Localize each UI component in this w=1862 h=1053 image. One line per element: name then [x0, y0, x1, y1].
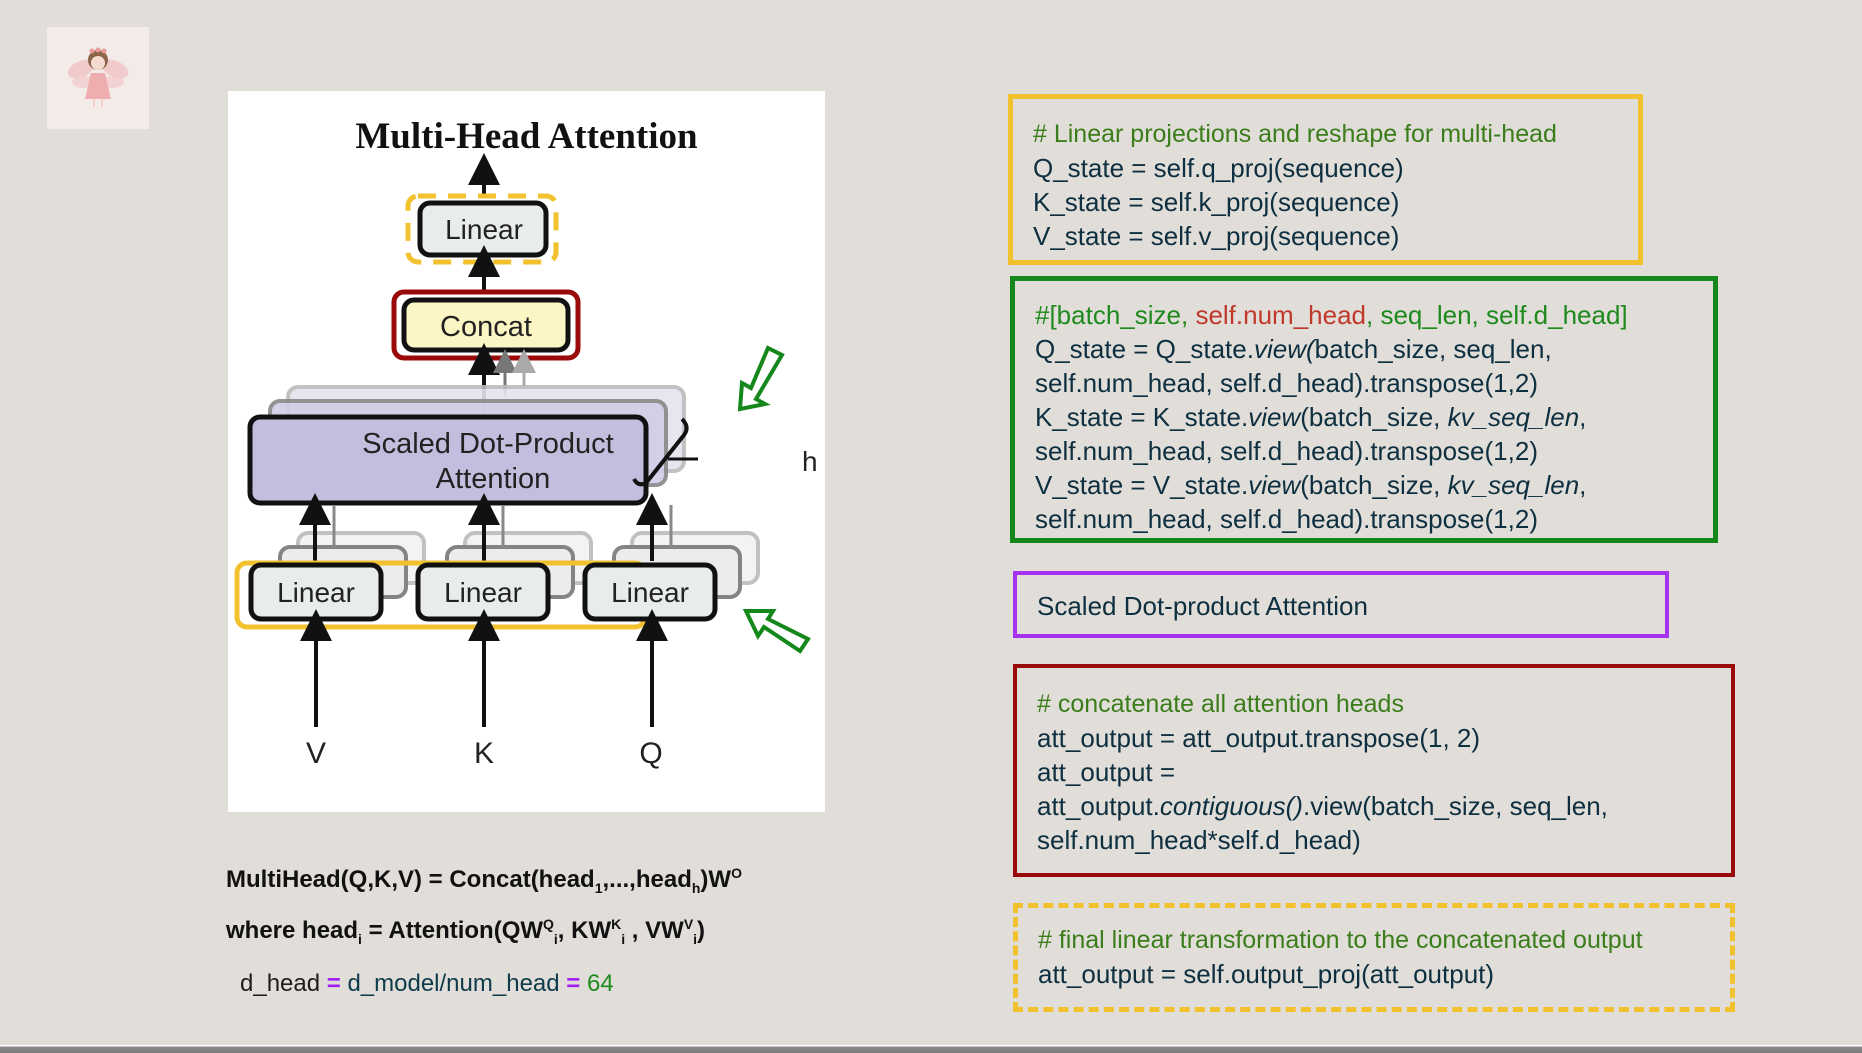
top-linear-label: Linear [445, 214, 523, 245]
formula-sub: 1 [594, 879, 603, 896]
formula-text: )W [700, 866, 732, 893]
code-italic: view [1248, 402, 1301, 432]
code-line: Q_state = Q_state.view(batch_size, seq_l… [1035, 332, 1693, 366]
code-line: att_output = att_output.transpose(1, 2) [1037, 723, 1481, 753]
formula-line-1: MultiHead(Q,K,V) = Concat(head1,...,head… [226, 855, 742, 906]
formula-sub: i [621, 930, 626, 947]
code-line: K_state = K_state.view(batch_size, kv_se… [1035, 400, 1693, 434]
h-brace [632, 417, 689, 487]
code-line: self.num_head, self.d_head).transpose(1,… [1035, 436, 1538, 466]
code-part: , [1579, 402, 1587, 432]
code-part: , [1579, 470, 1587, 500]
code-box-reshape: #[batch_size, self.num_head, seq_len, se… [1010, 276, 1718, 543]
code-part: V_state = V_state. [1035, 470, 1249, 500]
code-box-final-linear: # final linear transformation to the con… [1013, 903, 1735, 1012]
code-line: att_output = self.output_proj(att_output… [1038, 959, 1495, 989]
code-italic: view [1248, 470, 1301, 500]
formula-text: ) [697, 916, 706, 944]
top-linear-highlight [405, 193, 559, 265]
bottom-bar [0, 1045, 1862, 1053]
formula-text: MultiHead(Q,K,V) = Concat(head [226, 866, 595, 893]
input-label-v: V [306, 737, 326, 770]
green-arrow-linear-icon [742, 609, 811, 654]
code-italic: view( [1253, 334, 1315, 364]
code-part: K_state = K_state. [1035, 402, 1249, 432]
linear-label-v: Linear [277, 577, 355, 608]
code-box-concat: # concatenate all attention heads att_ou… [1013, 664, 1735, 877]
equals-sign: = [566, 970, 581, 997]
d-head-lhs: d_head [240, 970, 321, 997]
formula-text: where head [226, 916, 359, 944]
code-part: batch_size, seq_len, [1314, 334, 1552, 364]
input-label-k: K [474, 737, 494, 770]
code-part: .view(batch_size, seq_len, [1302, 791, 1608, 821]
formula-sup: Q [543, 915, 554, 932]
avatar [47, 27, 149, 129]
formula-line-2: where headi = Attention(QWQi, KWKi , VWV… [226, 906, 742, 957]
diagram-graphics: Linear Concat Scaled Dot-Product Attenti… [234, 153, 818, 770]
code-line: att_output.contiguous().view(batch_size,… [1037, 789, 1711, 823]
formula-text: , VW [625, 916, 684, 944]
code-comment: # concatenate all attention heads [1037, 690, 1404, 718]
fairy-avatar-icon [67, 47, 129, 107]
formula-sub: i [693, 930, 698, 947]
code-box-projections: # Linear projections and reshape for mul… [1008, 94, 1643, 265]
code-line: self.num_head*self.d_head) [1037, 825, 1361, 855]
sdpa-label-line2: Attention [436, 463, 550, 495]
code-line: att_output = [1037, 757, 1176, 787]
code-line: self.num_head, self.d_head).transpose(1,… [1035, 368, 1538, 398]
diagram-title: Multi-Head Attention [355, 116, 698, 157]
sdpa-box [247, 414, 649, 506]
code-line: Q_state = self.q_proj(sequence) [1033, 153, 1404, 183]
h-label: h [802, 446, 818, 477]
formula-sub: h [691, 879, 701, 896]
code-line: K_state = self.k_proj(sequence) [1033, 187, 1400, 217]
code-line: V_state = V_state.view(batch_size, kv_se… [1035, 468, 1693, 502]
code-line: V_state = self.v_proj(sequence) [1033, 221, 1400, 251]
comment-part: #[batch_size, [1035, 300, 1196, 330]
code-box-sdpa: Scaled Dot-product Attention [1013, 571, 1669, 638]
linear-label-k: Linear [444, 577, 522, 608]
comment-highlight: self.num_head [1195, 300, 1366, 330]
formula-sup: O [731, 865, 742, 881]
code-italic: kv_seq_len [1447, 402, 1580, 432]
d-head-rhs: d_model/num_head [347, 970, 560, 997]
code-part: (batch_size, [1300, 402, 1448, 432]
code-italic: contiguous() [1159, 791, 1303, 821]
d-head-value: 64 [586, 970, 614, 997]
input-label-q: Q [639, 737, 662, 770]
d-head-equation: d_head = d_model/num_head = 64 [240, 970, 614, 998]
linear-label-q: Linear [611, 577, 689, 608]
code-part: Q_state = Q_state. [1035, 334, 1254, 364]
formula-text: , KW [557, 916, 612, 944]
code-comment: #[batch_size, self.num_head, seq_len, se… [1035, 298, 1693, 332]
formula-sup: K [611, 915, 622, 932]
concat-label: Concat [440, 311, 532, 343]
code-part: (batch_size, [1300, 470, 1448, 500]
formula-sub: i [358, 930, 362, 947]
code-line: Scaled Dot-product Attention [1037, 591, 1368, 621]
code-line: self.num_head, self.d_head).transpose(1,… [1035, 504, 1538, 534]
code-part: att_output. [1037, 791, 1160, 821]
formula-text: ,...,head [602, 866, 692, 893]
multihead-formula: MultiHead(Q,K,V) = Concat(head1,...,head… [226, 855, 742, 957]
formula-sup: V [683, 915, 694, 932]
equals-sign: = [326, 970, 341, 997]
code-comment: # final linear transformation to the con… [1038, 926, 1643, 954]
sdpa-label-line1: Scaled Dot-Product [362, 428, 613, 460]
formula-text: = Attention(QW [361, 916, 544, 944]
code-italic: kv_seq_len [1447, 470, 1580, 500]
green-arrow-sdpa-icon [737, 345, 785, 412]
comment-part: , seq_len, self.d_head] [1366, 300, 1628, 330]
code-comment: # Linear projections and reshape for mul… [1033, 120, 1557, 148]
formula-sub: i [553, 930, 558, 947]
multi-head-attention-diagram: Linear Concat Scaled Dot-Product Attenti… [228, 91, 825, 812]
